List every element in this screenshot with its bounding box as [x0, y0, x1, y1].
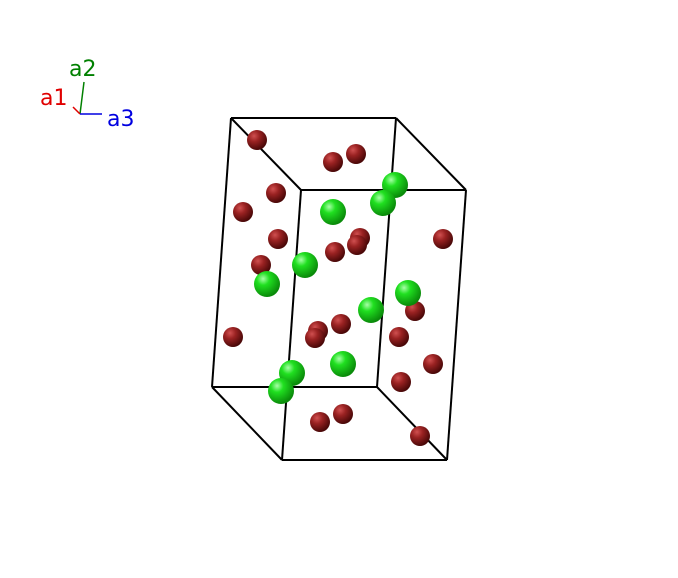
- cell-edge: [281, 189, 302, 461]
- cell-edge: [230, 117, 302, 191]
- red-atom: [268, 229, 288, 249]
- green-atoms: [254, 172, 421, 404]
- cell-edge: [376, 386, 448, 461]
- cell-edge: [395, 117, 467, 191]
- red-atom: [346, 144, 366, 164]
- red-atom: [305, 328, 325, 348]
- red-atom: [433, 229, 453, 249]
- red-atom: [323, 152, 343, 172]
- green-atom: [370, 190, 396, 216]
- axis-a2-label: a2: [69, 57, 96, 82]
- red-atom: [331, 314, 351, 334]
- green-atom: [320, 199, 346, 225]
- green-atom: [358, 297, 384, 323]
- axis-triad: a2 a1 a3: [40, 57, 134, 132]
- axis-a3-label: a3: [107, 107, 134, 132]
- axis-a1-line: [72, 106, 81, 115]
- axis-a1-label: a1: [40, 86, 67, 111]
- green-atom: [330, 351, 356, 377]
- red-atom: [325, 242, 345, 262]
- red-atom: [423, 354, 443, 374]
- red-atom: [266, 183, 286, 203]
- red-atom: [233, 202, 253, 222]
- green-atom: [254, 271, 280, 297]
- red-atom: [223, 327, 243, 347]
- green-atom: [268, 378, 294, 404]
- red-atom: [247, 130, 267, 150]
- red-atom: [333, 404, 353, 424]
- green-atom: [292, 252, 318, 278]
- red-atom: [405, 301, 425, 321]
- red-atom: [251, 255, 271, 275]
- cell-edge: [376, 117, 397, 388]
- red-atom: [410, 426, 430, 446]
- green-atom: [395, 280, 421, 306]
- cell-edge: [211, 386, 283, 461]
- cell-edge: [211, 117, 232, 388]
- red-atom: [347, 235, 367, 255]
- red-atoms: [223, 130, 453, 446]
- cell-edge: [446, 189, 467, 461]
- red-atom: [391, 372, 411, 392]
- red-atom: [310, 412, 330, 432]
- axis-a2-line: [79, 81, 85, 115]
- red-atom: [389, 327, 409, 347]
